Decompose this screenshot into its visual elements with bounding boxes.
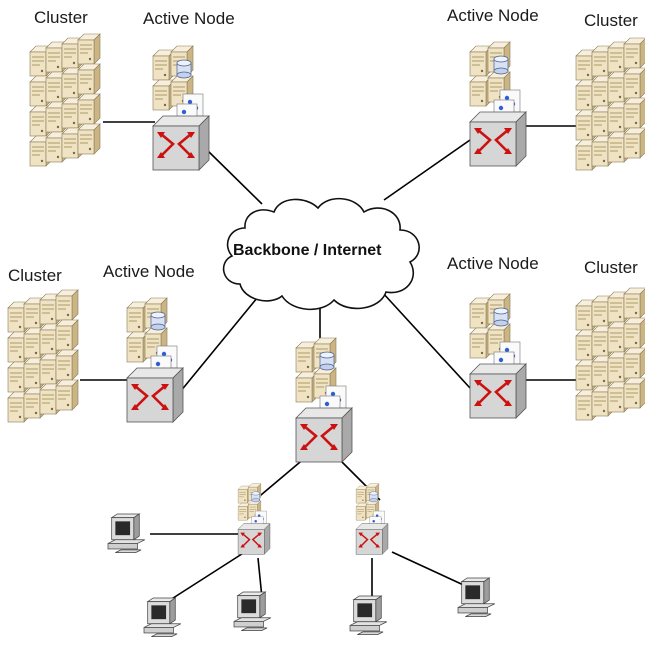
cluster-icon <box>30 34 100 166</box>
cluster-icon <box>576 38 645 170</box>
link-node-ml-cloud <box>179 291 263 393</box>
workstation-icon <box>349 595 388 636</box>
link-leftnode-pc2 <box>169 551 246 601</box>
cluster-label-top-left: Cluster <box>34 8 88 27</box>
cluster-label-top-right: Cluster <box>584 11 638 30</box>
server-rack-icon <box>356 484 388 555</box>
cluster-label-mid-right: Cluster <box>584 258 638 277</box>
active-node-icon <box>470 294 526 418</box>
workstation-icon <box>457 577 496 618</box>
cluster-label-mid-left: Cluster <box>8 266 62 285</box>
workstation-icon <box>233 591 272 632</box>
active-node-label-top-right: Active Node <box>447 6 539 25</box>
active-node-icon <box>296 338 352 462</box>
link-node-tr-cloud <box>383 139 471 201</box>
backbone-label: Backbone / Internet <box>233 242 382 259</box>
workstation-icon <box>143 597 182 638</box>
server-rack-icon <box>238 484 270 555</box>
cluster-icon <box>576 288 645 420</box>
active-node-icon <box>470 42 526 166</box>
link-node-tl-cloud <box>206 149 263 205</box>
link-node-mr-cloud <box>381 291 471 389</box>
cloud-icon <box>222 197 420 311</box>
active-node-label-top-left: Active Node <box>143 9 235 28</box>
cluster-icon <box>8 290 78 422</box>
active-node-icon <box>127 298 183 422</box>
link-rightnode-pc5 <box>391 551 471 589</box>
link-leftnode-pc3 <box>257 557 263 599</box>
active-node-label-mid-left: Active Node <box>103 262 195 281</box>
workstation-icon <box>107 513 146 554</box>
active-node-icon <box>153 46 209 170</box>
active-node-label-mid-right: Active Node <box>447 254 539 273</box>
